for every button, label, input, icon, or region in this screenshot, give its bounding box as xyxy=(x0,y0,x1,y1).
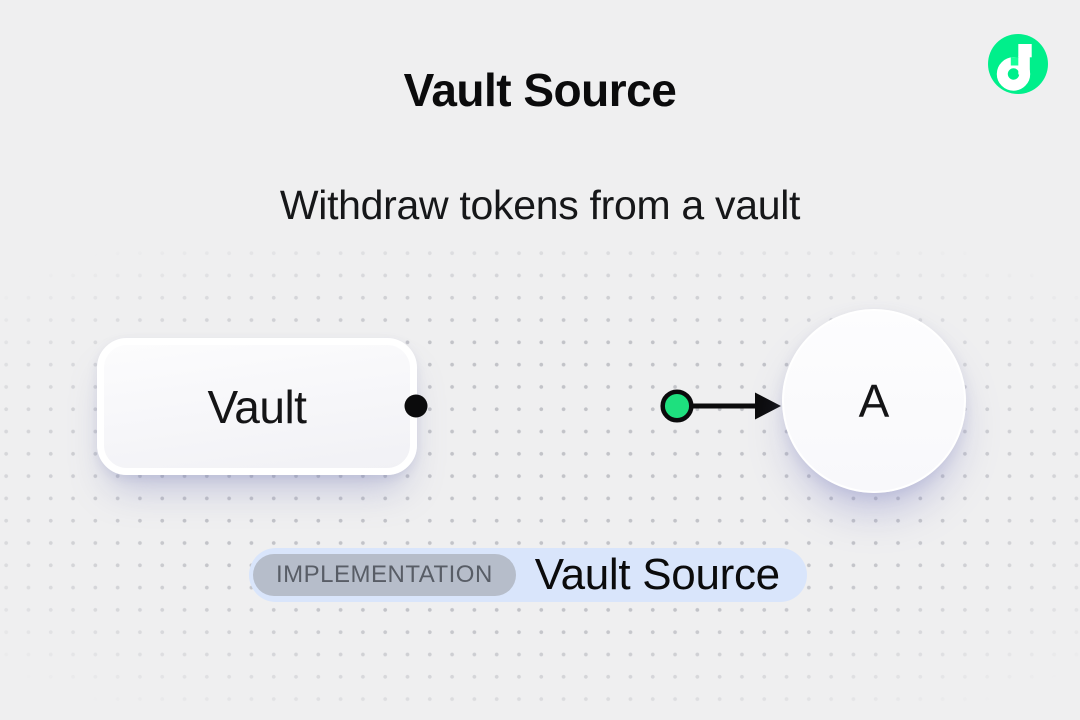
implementation-tag: IMPLEMENTATION xyxy=(253,554,516,596)
page-subtitle: Withdraw tokens from a vault xyxy=(279,182,801,228)
flow-logo-icon xyxy=(988,34,1048,94)
implementation-badge: IMPLEMENTATION Vault Source xyxy=(249,548,807,602)
account-node: A xyxy=(782,309,966,493)
page-title: Vault Source xyxy=(403,64,677,116)
account-node-label: A xyxy=(858,375,890,427)
vault-node-label: Vault xyxy=(207,380,307,433)
implementation-name: Vault Source xyxy=(534,550,780,599)
vault-node: Vault xyxy=(97,338,417,475)
